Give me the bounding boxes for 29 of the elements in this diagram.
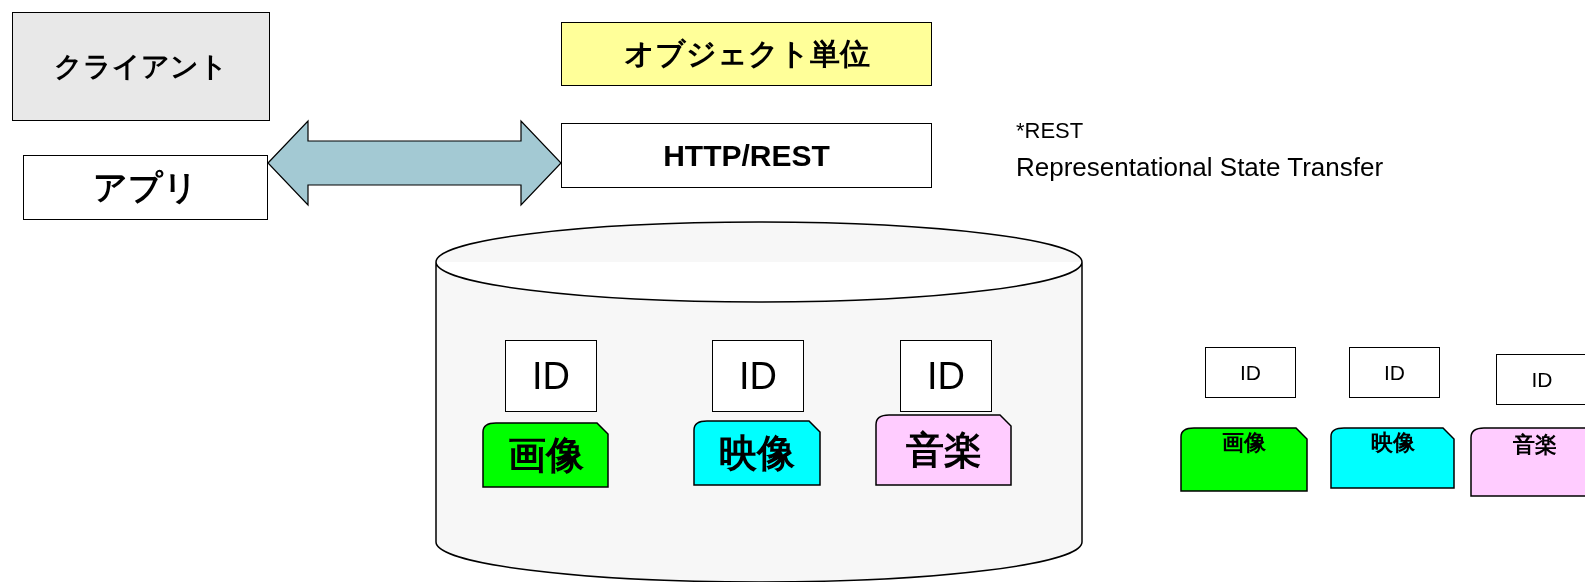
id-box xyxy=(1349,347,1440,398)
note-text: *REST xyxy=(1016,118,1084,144)
id-box xyxy=(1496,354,1585,405)
node-label: オブジェクト単位 xyxy=(623,35,870,72)
node-label: 画像 xyxy=(507,432,584,478)
id-box xyxy=(900,340,992,412)
double-arrow xyxy=(267,119,562,207)
node-label: ID xyxy=(1384,360,1405,385)
unit-box xyxy=(561,22,932,86)
node-label: 音楽 xyxy=(1513,430,1557,459)
node-label: クライアント xyxy=(54,49,228,84)
protocol-box xyxy=(561,123,932,188)
client-box xyxy=(12,12,270,121)
app-box xyxy=(23,155,268,220)
id-box xyxy=(505,340,597,412)
node-label: ID xyxy=(532,354,570,398)
node-label: 画像 xyxy=(1222,429,1266,458)
node-label: ID xyxy=(1531,367,1553,392)
id-box xyxy=(1205,347,1296,398)
node-label: ID xyxy=(739,354,777,398)
node-label: 映像 xyxy=(719,430,795,476)
node-label: ID xyxy=(927,354,965,398)
note-text: Representational State Transfer xyxy=(1016,152,1384,183)
node-label: HTTP/REST xyxy=(663,138,830,173)
node-label: アプリ xyxy=(93,166,198,208)
node-label: 音楽 xyxy=(905,427,982,473)
node-label: 映像 xyxy=(1370,428,1415,457)
node-label: ID xyxy=(1240,360,1261,385)
id-box xyxy=(712,340,804,412)
